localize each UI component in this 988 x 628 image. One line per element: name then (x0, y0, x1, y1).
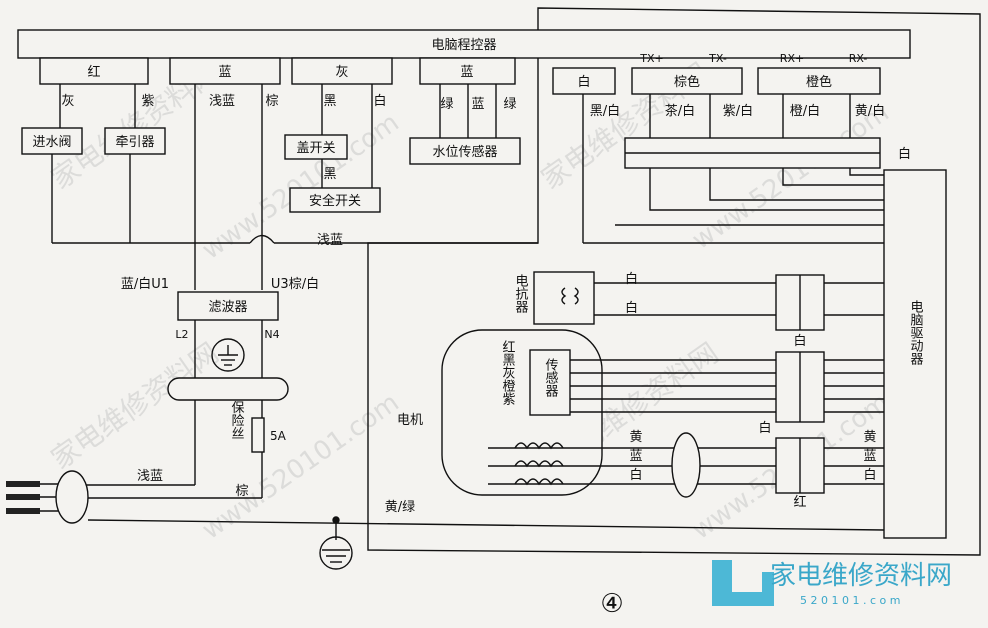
sensor-label: 传感器 (543, 358, 559, 398)
connector-white-2: 白 (758, 420, 771, 436)
right-white: 白 (863, 467, 876, 483)
wire-brown: 棕 (265, 94, 278, 109)
light-blue-cross-label: 浅蓝 (317, 233, 343, 248)
l2-label: L2 (175, 328, 188, 341)
connector-white-1: 白 (793, 333, 806, 349)
wire-gray: 灰 (61, 94, 74, 109)
logo-url: 5 2 0 1 0 1 . c o m (800, 594, 900, 607)
tx-minus: TX- (708, 52, 727, 65)
motor-blue: 蓝 (629, 449, 642, 464)
motor-label: 电机 (397, 413, 423, 428)
site-logo: 家电维修资料网 5 2 0 1 0 1 . c o m (712, 560, 952, 607)
wire-green-2: 绿 (503, 97, 516, 112)
wire-orange-white: 橙/白 (790, 103, 820, 119)
watermark-cn-3: 家电维修资料网 (45, 336, 224, 475)
controller-label: 电脑程控器 (431, 38, 496, 53)
black-mid-label: 黑 (323, 167, 336, 182)
wire-black: 黑 (323, 94, 336, 109)
wires (6, 7, 981, 570)
wire-blue: 蓝 (471, 97, 484, 112)
inlet-valve: 进水阀 (32, 135, 71, 150)
watermark-url-2: www.520101.com (687, 98, 895, 256)
safety-switch: 安全开关 (309, 193, 361, 209)
wire-purple: 紫 (141, 94, 154, 109)
wire-white: 白 (373, 93, 386, 109)
motor-yellow: 黄 (629, 430, 642, 445)
u3-brown-white: U3棕/白 (271, 276, 319, 292)
motor-white: 白 (629, 467, 642, 483)
wire-light-blue: 浅蓝 (209, 94, 235, 109)
blue-white-u1: 蓝/白U1 (121, 276, 169, 292)
connector-blue-2: 蓝 (460, 65, 473, 80)
wire-yellow-white: 黄/白 (855, 103, 885, 119)
reactor-label: 电抗器 (513, 274, 529, 314)
rx-minus: RX- (849, 52, 868, 65)
fuse-rating: 5A (270, 429, 287, 443)
wire-white-bus: 白 (898, 146, 911, 162)
light-blue-bottom: 浅蓝 (137, 469, 163, 484)
watermark-url-1: www.520101.com (197, 108, 405, 266)
connector-blue-1: 蓝 (218, 65, 231, 80)
reactor-white-2: 白 (625, 300, 638, 316)
traction-device: 牵引器 (115, 135, 154, 150)
lid-switch: 盖开关 (296, 141, 335, 156)
wire-tea-white: 茶/白 (665, 103, 695, 119)
wire-green-1: 绿 (440, 97, 453, 112)
fuse: 保险丝 (229, 401, 245, 440)
wire-purple-white: 紫/白 (723, 103, 753, 119)
logo-text: 家电维修资料网 (770, 561, 952, 591)
connector-red: 红 (87, 64, 100, 80)
page-number: ④ (600, 589, 623, 619)
connector-red-bottom: 红 (793, 494, 806, 510)
water-level-sensor: 水位传感器 (432, 144, 497, 160)
motor-colors: 红黑灰橙紫 (500, 339, 516, 405)
connector-white: 白 (577, 74, 590, 90)
connector-gray: 灰 (335, 65, 348, 80)
filter: 滤波器 (208, 300, 247, 315)
n4-label: N4 (264, 328, 279, 341)
right-blue: 蓝 (863, 449, 876, 464)
yellow-green-label: 黄/绿 (385, 500, 415, 515)
tx-plus: TX+ (639, 52, 663, 65)
labels: 电脑程控器 红 蓝 灰 蓝 白 棕色 橙色 TX+ TX- RX+ RX- 灰 … (32, 38, 923, 619)
rx-plus: RX+ (780, 52, 804, 65)
right-yellow: 黄 (863, 430, 876, 445)
connector-brown: 棕色 (674, 74, 700, 90)
reactor-white-1: 白 (625, 271, 638, 287)
driver-label: 电脑驱动器 (908, 300, 924, 366)
logo-icon (712, 560, 774, 606)
wire-black-white: 黑/白 (590, 103, 620, 119)
connector-orange: 橙色 (806, 74, 832, 90)
brown-bottom: 棕 (235, 484, 248, 499)
